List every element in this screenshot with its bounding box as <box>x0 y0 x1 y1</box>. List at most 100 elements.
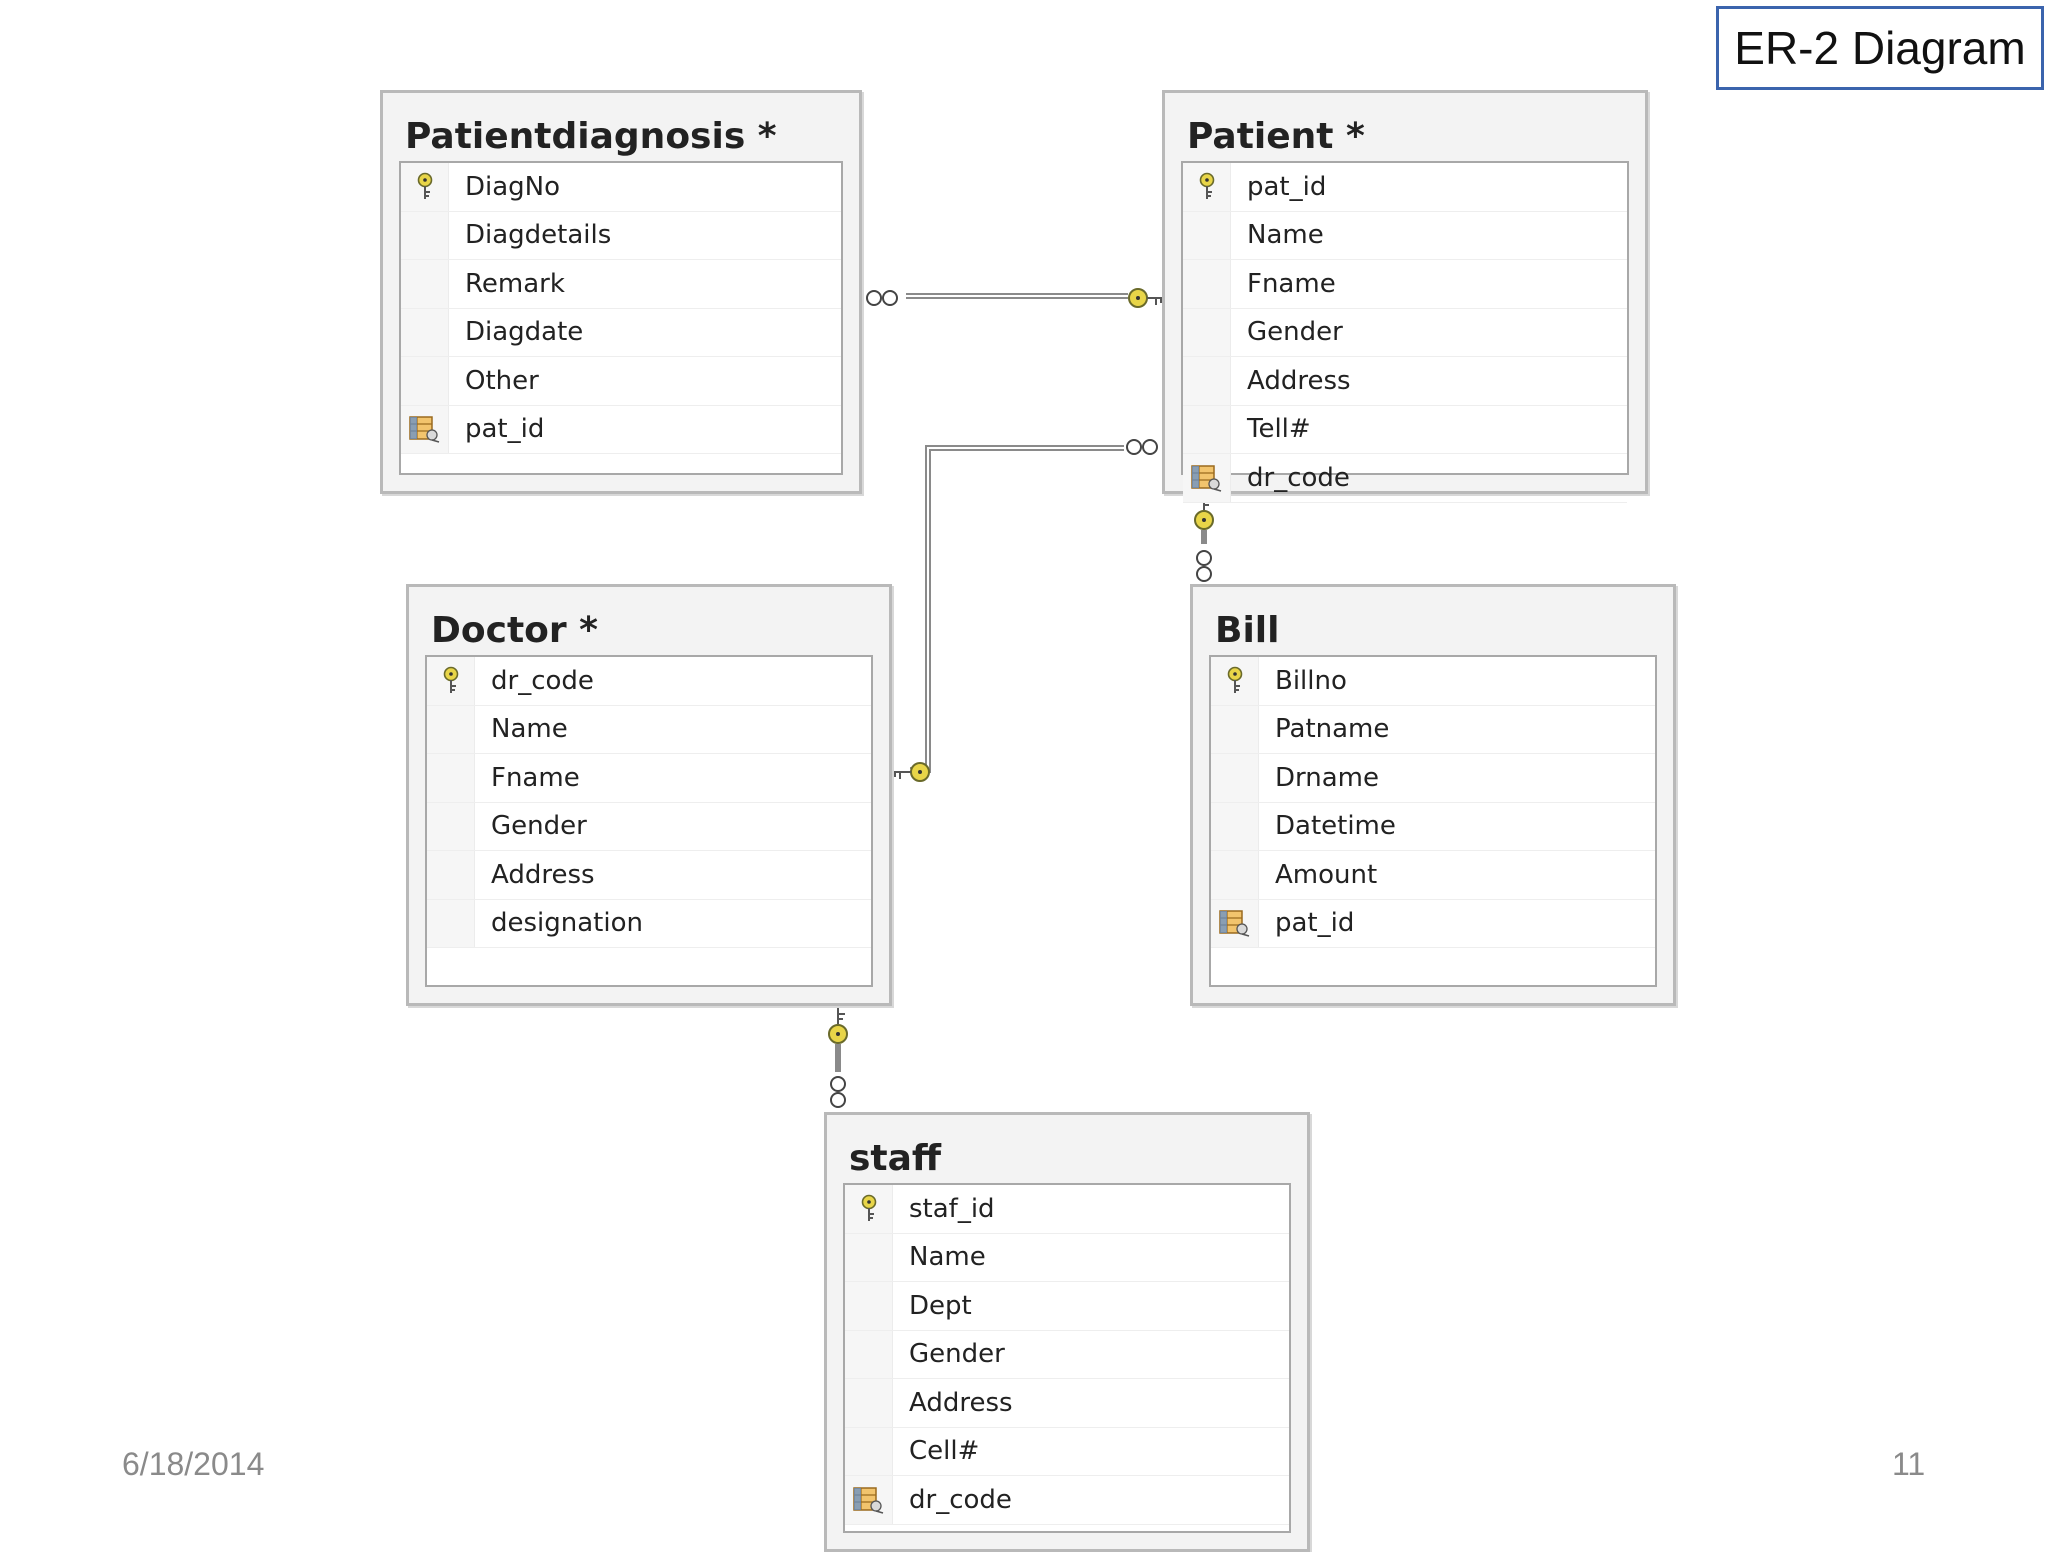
column-row[interactable]: designation <box>427 899 871 948</box>
column-row[interactable]: Drname <box>1211 754 1655 803</box>
column-name: Diagdate <box>465 317 584 348</box>
column-name: Address <box>491 859 595 890</box>
relationship-patientdiagnosis-patient <box>866 288 1162 308</box>
row-selector <box>1211 705 1259 753</box>
relationship-bill-patient <box>1194 494 1214 582</box>
column-row[interactable]: Fname <box>427 754 871 803</box>
relationship-staff-doctor <box>828 1008 848 1108</box>
column-row[interactable]: Address <box>1183 357 1627 406</box>
column-name: Address <box>1247 365 1351 396</box>
row-selector <box>845 1282 893 1330</box>
column-name: dr_code <box>909 1484 1012 1515</box>
column-row[interactable]: Fname <box>1183 260 1627 309</box>
column-name: Drname <box>1275 762 1379 793</box>
row-selector <box>1183 405 1231 453</box>
column-name: Other <box>465 365 539 396</box>
column-name: Patname <box>1275 714 1390 745</box>
foreign-key-icon <box>1183 454 1231 502</box>
column-name: Gender <box>909 1339 1005 1370</box>
column-name: Datetime <box>1275 811 1396 842</box>
column-row[interactable]: Patname <box>1211 705 1655 754</box>
column-row[interactable]: Cell# <box>845 1427 1289 1476</box>
row-selector <box>401 260 449 308</box>
row-selector <box>1183 308 1231 356</box>
column-row[interactable]: Address <box>845 1379 1289 1428</box>
column-name: Fname <box>491 762 580 793</box>
row-selector <box>845 1427 893 1475</box>
column-row[interactable]: pat_id <box>1211 899 1655 948</box>
slide-page-number: 11 <box>1892 1446 1926 1482</box>
column-name: pat_id <box>1275 908 1355 939</box>
column-row[interactable]: Address <box>427 851 871 900</box>
row-selector <box>1211 802 1259 850</box>
column-name: dr_code <box>1247 462 1350 493</box>
many-end-icon <box>1196 550 1212 582</box>
column-row[interactable]: Amount <box>1211 851 1655 900</box>
column-name: Amount <box>1275 859 1378 890</box>
row-selector <box>1211 851 1259 899</box>
column-row[interactable]: Name <box>427 705 871 754</box>
column-name: Fname <box>1247 268 1336 299</box>
one-end-key-icon <box>894 762 930 782</box>
column-row[interactable]: pat_id <box>401 405 841 454</box>
column-name: Dept <box>909 1290 972 1321</box>
table-title: Patientdiagnosis * <box>405 116 777 157</box>
column-name: pat_id <box>1247 171 1327 202</box>
column-row[interactable]: Remark <box>401 260 841 309</box>
primary-key-icon <box>845 1185 893 1233</box>
row-selector <box>401 357 449 405</box>
one-end-key-icon <box>828 1008 848 1044</box>
many-end-icon <box>866 290 898 306</box>
column-row[interactable]: dr_code <box>845 1476 1289 1525</box>
row-selector <box>427 899 475 947</box>
primary-key-icon <box>427 657 475 705</box>
column-name: Name <box>1247 220 1324 251</box>
column-name: Address <box>909 1387 1013 1418</box>
column-row[interactable]: Name <box>845 1233 1289 1282</box>
column-row[interactable]: Gender <box>427 802 871 851</box>
row-selector <box>845 1330 893 1378</box>
foreign-key-icon <box>1211 899 1259 947</box>
column-row[interactable]: Name <box>1183 211 1627 260</box>
column-row[interactable]: Dept <box>845 1282 1289 1331</box>
column-row[interactable]: Gender <box>1183 308 1627 357</box>
column-name: Name <box>909 1242 986 1273</box>
column-row[interactable]: Gender <box>845 1330 1289 1379</box>
column-row[interactable]: DiagNo <box>401 163 841 212</box>
column-row[interactable]: dr_code <box>1183 454 1627 503</box>
column-row[interactable]: Datetime <box>1211 802 1655 851</box>
column-row[interactable]: Diagdetails <box>401 211 841 260</box>
row-selector <box>427 851 475 899</box>
one-end-key-icon <box>1128 288 1162 308</box>
column-name: pat_id <box>465 414 545 445</box>
column-name: Gender <box>491 811 587 842</box>
column-row[interactable]: Other <box>401 357 841 406</box>
column-row[interactable]: Diagdate <box>401 308 841 357</box>
column-row[interactable]: dr_code <box>427 657 871 706</box>
column-name: DiagNo <box>465 171 561 202</box>
row-selector <box>1211 754 1259 802</box>
slide-date: 6/18/2014 <box>122 1446 265 1482</box>
column-row[interactable]: Billno <box>1211 657 1655 706</box>
foreign-key-icon <box>845 1476 893 1524</box>
column-row[interactable]: pat_id <box>1183 163 1627 212</box>
column-name: Remark <box>465 268 565 299</box>
row-selector <box>845 1379 893 1427</box>
foreign-key-icon <box>401 405 449 453</box>
primary-key-icon <box>1183 163 1231 211</box>
row-selector <box>1183 357 1231 405</box>
column-row[interactable]: Tell# <box>1183 405 1627 454</box>
slide-title: ER-2 Diagram <box>1716 6 2044 90</box>
column-name: Tell# <box>1247 414 1311 445</box>
column-name: Diagdetails <box>465 220 612 251</box>
column-row[interactable]: staf_id <box>845 1185 1289 1234</box>
